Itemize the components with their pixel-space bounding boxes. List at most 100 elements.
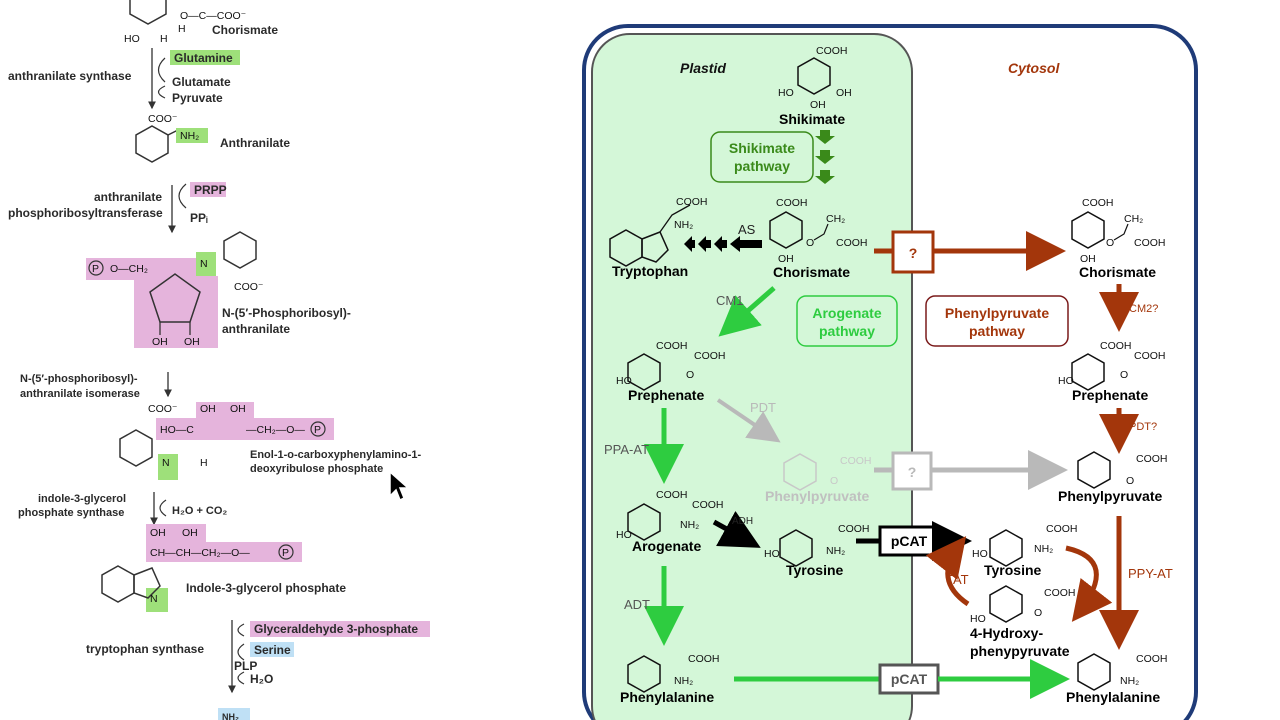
ppy-p-cooh: COOH (840, 455, 872, 467)
chor-c-o: O (1106, 237, 1114, 249)
shik-oh1: OH (836, 87, 852, 99)
chorismate-plastid-structure: COOH OH O CH₂ COOH Chorismate (769, 197, 868, 280)
tyr-c-nh2: NH₂ (1034, 543, 1053, 555)
pre-p-cooh2: COOH (694, 350, 726, 362)
prephenate-plastid-structure: COOH COOH O HO Prephenate (616, 340, 726, 403)
ppi-label: PPᵢ (190, 211, 208, 225)
enzyme-prai-line2: anthranilate isomerase (20, 388, 140, 400)
igp-p: P (282, 547, 289, 559)
enzyme-anthranilate-synthase: anthranilate synthase (8, 69, 132, 83)
glutamate-label: Glutamate (172, 75, 231, 89)
shik-cooh: COOH (816, 45, 848, 57)
prephenate-plastid-label: Prephenate (628, 387, 704, 403)
arogenate-pathway-line2: pathway (819, 323, 875, 339)
enzyme-ppa-at: PPA-AT (604, 442, 649, 457)
prephenate-cytosol-label: Prephenate (1072, 387, 1148, 403)
pre-p-ho: HO (616, 375, 632, 387)
o-ch2-label: O—CH₂ (110, 263, 148, 275)
pre-p-cooh1: COOH (656, 340, 688, 352)
aro-ho: HO (616, 529, 632, 541)
anthranilate-label: Anthranilate (220, 136, 290, 150)
tyr-p-cooh: COOH (838, 523, 870, 535)
ppy-pathway-line2: pathway (969, 323, 1025, 339)
enol-p: P (314, 424, 321, 436)
arogenate-pathway-line1: Arogenate (812, 305, 881, 321)
phenylpyruvate-plastid-structure: COOH O Phenylpyruvate (765, 453, 872, 504)
hpp-label-line2: phenypyruvate (970, 643, 1070, 659)
enzyme-cm2: CM2? (1129, 303, 1158, 315)
tryptophan-structure: COOH NH₂ Tryptophan (609, 196, 708, 279)
enol-chain: —CH₂—O— (246, 424, 305, 436)
tyrosine-cytosol-label: Tyrosine (984, 562, 1042, 578)
pre-c-cooh2: COOH (1134, 350, 1166, 362)
prpp-label: PRPP (194, 183, 227, 197)
aro-cooh1: COOH (656, 489, 688, 501)
shikimate-pathway-line1: Shikimate (729, 140, 795, 156)
anthranilate-structure: COO⁻ NH₂ Anthranilate (135, 113, 290, 163)
oh-2: OH (184, 336, 200, 348)
coo-label: COO⁻ (234, 281, 264, 293)
igp-chain: CH—CH—CH₂—O— (150, 547, 250, 559)
hpp-ho: HO (970, 613, 986, 625)
unknown-transporter-1-label: ? (909, 245, 918, 261)
trp-cooh: COOH (676, 196, 708, 208)
aro-nh2: NH₂ (680, 519, 699, 531)
phe-cytosol-label: Phenylalanine (1066, 689, 1160, 705)
enzyme-aprt-line2: phosphoribosyltransferase (8, 206, 163, 220)
enol-n: N (162, 457, 170, 469)
chor-c-ch2: CH₂ (1124, 213, 1143, 225)
prephenate-cytosol-structure: COOH COOH O HO Prephenate (1058, 340, 1166, 403)
enzyme-adh: ADH (732, 516, 753, 527)
as-arrows (684, 236, 762, 252)
left-trp-pathway: O—C—COO⁻ HO H Chorismate H anthranilate … (8, 0, 430, 720)
h2o-label: H₂O (250, 672, 273, 686)
chor-p-cooh2: COOH (836, 237, 868, 249)
phenylpyruvate-pathway-box (925, 295, 1069, 347)
enol-h: H (200, 457, 208, 469)
phenylpyruvate-cytosol-structure: COOH O Phenylpyruvate (1058, 451, 1168, 504)
hpp-structure: COOH O HO 4-Hydroxy- phenypyruvate (970, 585, 1076, 659)
arogenate-label: Arogenate (632, 538, 701, 554)
ppy-pathway-line1: Phenylpyruvate (945, 305, 1049, 321)
arogenate-structure: COOH COOH NH₂ HO Arogenate (616, 489, 724, 554)
anthranilate-nh2: NH₂ (180, 130, 199, 142)
phosphate-p: P (92, 263, 99, 275)
chorismate-plastid-label: Chorismate (773, 264, 850, 280)
chor-p-o: O (806, 237, 814, 249)
pcat-transporter-2-label: pCAT (891, 671, 928, 687)
mouse-cursor-icon (389, 470, 410, 502)
prib-anthranilate-structure: P O—CH₂ OH OH N COO⁻ N-(5′-Phosphoribosy… (86, 231, 351, 348)
enzyme-pdt-q: PDT? (1129, 421, 1157, 433)
chorismate-cytosol-label: Chorismate (1079, 264, 1156, 280)
cytosol-label: Cytosol (1008, 60, 1060, 76)
prib-name-line2: anthranilate (222, 322, 290, 336)
hpp-cooh: COOH (1044, 587, 1076, 599)
shikimate-arrows (815, 130, 835, 184)
phe-plastid-structure: COOH NH₂ Phenylalanine (620, 653, 720, 705)
enzyme-pdt: PDT (750, 400, 776, 415)
shik-oh2: OH (810, 99, 826, 111)
glutamine-label: Glutamine (174, 51, 233, 65)
igp-n: N (150, 593, 158, 605)
ppy-c-cooh: COOH (1136, 453, 1168, 465)
pre-c-cooh1: COOH (1100, 340, 1132, 352)
tyrosine-cytosol-structure: COOH NH₂ HO Tyrosine (972, 523, 1078, 578)
igp-structure: OH OH CH—CH—CH₂—O— P N Indole-3-glycerol… (101, 524, 346, 612)
shikimate-label: Shikimate (779, 111, 845, 127)
tryptophan-label: Tryptophan (612, 263, 688, 279)
enol-coo: COO⁻ (148, 403, 178, 415)
phenylpyruvate-plastid-label: Phenylpyruvate (765, 488, 869, 504)
hpp-label-line1: 4-Hydroxy- (970, 625, 1043, 641)
chor-c-cooh2: COOH (1134, 237, 1166, 249)
enol-structure: COO⁻ OH OH HO—C —CH₂—O— P N H Enol-1-o-c… (119, 402, 421, 480)
prib-name-line1: N-(5′-Phosphoribosyl)- (222, 306, 351, 320)
phe-plastid-label: Phenylalanine (620, 689, 714, 705)
enzyme-cm1: CM1 (716, 293, 743, 308)
tyrosine-plastid-label: Tyrosine (786, 562, 844, 578)
enzyme-aprt-line1: anthranilate (94, 190, 162, 204)
tyrosine-plastid-structure: COOH NH₂ HO Tyrosine (764, 523, 870, 578)
hpp-o: O (1034, 607, 1042, 619)
enzyme-prai-line1: N-(5′-phosphoribosyl)- (20, 373, 138, 385)
chorismate-label: Chorismate (212, 23, 278, 37)
